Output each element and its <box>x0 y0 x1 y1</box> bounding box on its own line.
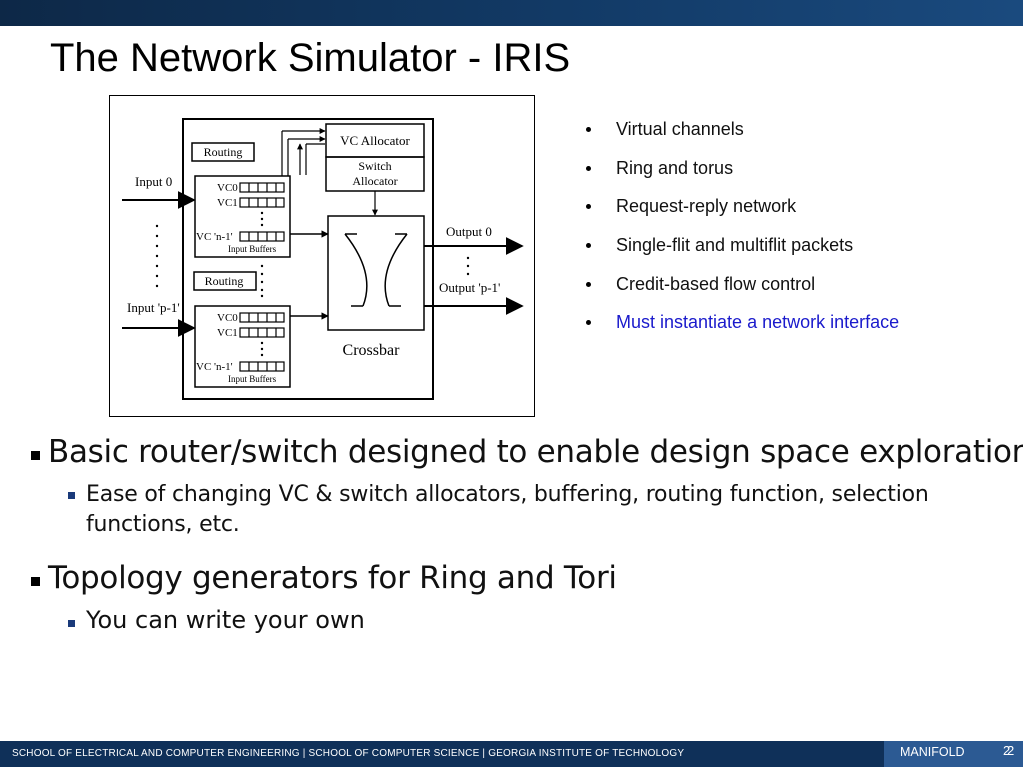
routing-box-top <box>191 142 255 162</box>
main-bullet-2: Topology generators for Ring and Tori <box>48 560 617 596</box>
vc-allocator-label: VC Allocator <box>340 133 410 148</box>
bullet-dot <box>586 281 591 287</box>
input-p1-label: Input 'p-1' <box>127 300 180 315</box>
footer-bar <box>0 741 1023 767</box>
sub-bullet-1: Ease of changing VC & switch allocators,… <box>86 482 929 537</box>
vc1-label-bottom: VC1 <box>217 327 238 339</box>
routing-label-top: Routing <box>204 145 243 159</box>
feature-list: Virtual channels Ring and torus Request-… <box>584 114 899 346</box>
output-0-label: Output 0 <box>446 224 492 239</box>
bullet-square <box>31 451 40 460</box>
main-bullet-1: Basic router/switch designed to enable d… <box>48 434 1023 470</box>
bullet-dot <box>586 127 591 132</box>
input-buffer-block-bottom <box>194 305 291 388</box>
vc1-label-top: VC1 <box>217 197 238 209</box>
sub-bullet-square <box>68 620 75 627</box>
input-buffers-label-bottom: Input Buffers <box>228 374 277 384</box>
footer-text: SCHOOL OF ELECTRICAL AND COMPUTER ENGINE… <box>12 748 685 759</box>
page-number-overlay: 2 <box>1007 743 1015 758</box>
header-bar <box>0 0 1023 26</box>
bullet-square <box>31 577 40 586</box>
feature-item: Request-reply network <box>584 191 899 230</box>
vcn1-label-top: VC 'n-1' <box>196 231 233 243</box>
crossbar-label: Crossbar <box>343 342 401 359</box>
bullet-dot <box>586 165 591 171</box>
router-diagram: Routing VC Allocator Switch Allocator VC… <box>109 95 535 417</box>
feature-item: Ring and torus <box>584 153 899 192</box>
input-0-label: Input 0 <box>135 174 172 189</box>
router-frame <box>182 118 434 400</box>
slide-title: The Network Simulator - IRIS <box>50 36 571 80</box>
routing-label-bottom: Routing <box>205 274 244 288</box>
bullet-dot <box>586 204 591 210</box>
routing-box-bottom <box>193 271 257 291</box>
switch-allocator-label-2: Allocator <box>352 174 397 188</box>
feature-item: Credit-based flow control <box>584 269 899 308</box>
footer-brand-tab <box>884 741 1023 767</box>
input-buffers-label-top: Input Buffers <box>228 244 277 254</box>
feature-item: Single-flit and multiflit packets <box>584 230 899 269</box>
input-buffer-block-top <box>194 175 291 258</box>
page-number: 2 <box>1003 743 1011 758</box>
feature-item: Virtual channels <box>584 114 899 153</box>
footer-brand: MANIFOLD <box>900 745 965 759</box>
vcn1-label-bottom: VC 'n-1' <box>196 361 233 373</box>
sub-bullet-2: You can write your own <box>86 606 365 634</box>
bullet-dot <box>586 320 591 326</box>
sub-bullet-square <box>68 492 75 499</box>
vc0-label-bottom: VC0 <box>217 312 238 324</box>
switch-allocator-label-1: Switch <box>358 159 391 173</box>
router-diagram-svg: Routing VC Allocator Switch Allocator VC… <box>122 118 524 400</box>
crossbar-box <box>327 215 425 331</box>
crossbar-x <box>344 233 408 307</box>
output-p1-label: Output 'p-1' <box>439 280 500 295</box>
bullet-dot <box>586 243 591 249</box>
feature-item-highlight: Must instantiate a network interface <box>584 307 899 346</box>
vc0-label-top: VC0 <box>217 182 238 194</box>
